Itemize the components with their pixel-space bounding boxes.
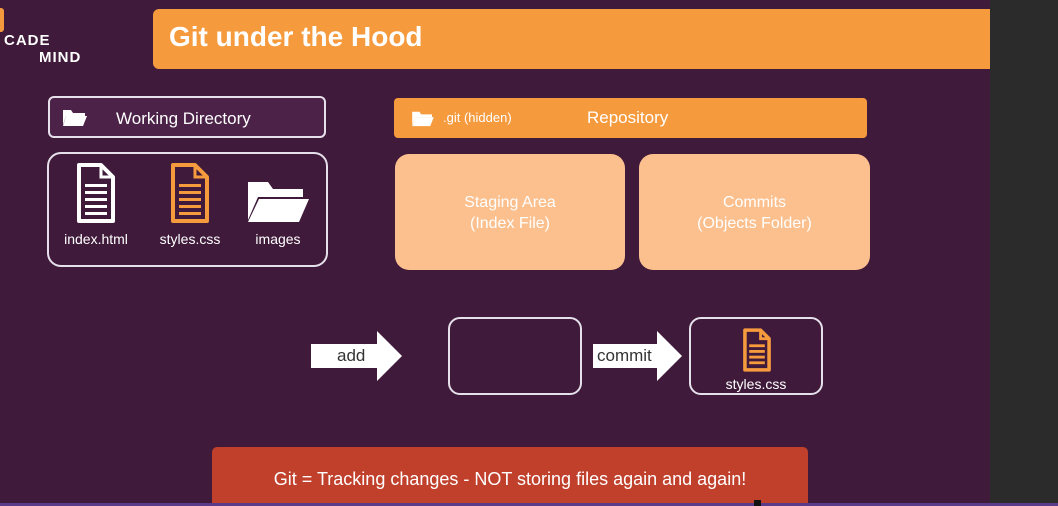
empty-staging-box xyxy=(448,317,582,395)
mouse-cursor-icon xyxy=(754,500,761,506)
logo: CADE MIND xyxy=(4,32,81,66)
file-item-index-html: index.html xyxy=(57,162,135,247)
repository-header: .git (hidden) Repository xyxy=(394,98,867,138)
add-arrow xyxy=(311,331,402,381)
side-panel xyxy=(990,0,1058,506)
logo-line-2: MIND xyxy=(39,49,82,66)
document-icon xyxy=(77,163,115,223)
commits-title: Commits xyxy=(722,194,787,211)
window-bottom-border xyxy=(0,503,1058,506)
staging-area-subtitle: (Index File) xyxy=(469,215,551,232)
file-item-images: images xyxy=(245,176,311,247)
file-item-styles-css: styles.css xyxy=(153,162,227,247)
working-directory-label: Working Directory xyxy=(116,109,251,128)
document-icon xyxy=(743,328,771,372)
folder-icon xyxy=(248,182,309,222)
logo-line-1: CADE xyxy=(4,32,51,49)
note-banner: Git = Tracking changes - NOT storing fil… xyxy=(212,447,808,504)
repository-label: Repository xyxy=(587,108,669,127)
file-name: index.html xyxy=(64,231,128,247)
staging-area-box: Staging Area (Index File) xyxy=(395,154,625,270)
logo-accent xyxy=(0,8,4,32)
file-name: images xyxy=(255,231,301,247)
committed-file-name: styles.css xyxy=(725,376,787,392)
working-directory-header: Working Directory xyxy=(48,96,326,138)
file-name: styles.css xyxy=(159,231,221,247)
folder-icon xyxy=(412,111,434,127)
document-icon xyxy=(171,163,209,223)
git-folder-label: .git (hidden) xyxy=(443,110,512,125)
page-title: Git under the Hood xyxy=(169,21,423,52)
commit-arrow xyxy=(593,331,682,381)
title-bar: Git under the Hood xyxy=(153,9,990,69)
commit-label: commit xyxy=(597,346,652,365)
commits-subtitle: (Objects Folder) xyxy=(697,215,812,232)
note-text: Git = Tracking changes - NOT storing fil… xyxy=(273,469,747,489)
working-directory-files: index.html styles.css images xyxy=(47,152,328,267)
commits-box: Commits (Objects Folder) xyxy=(639,154,870,270)
staging-area-title: Staging Area xyxy=(464,194,556,211)
committed-file-box: styles.css xyxy=(689,317,823,395)
add-label: add xyxy=(337,346,366,365)
folder-icon xyxy=(63,110,87,126)
slide: CADE MIND Git under the Hood Working Dir… xyxy=(0,0,990,504)
